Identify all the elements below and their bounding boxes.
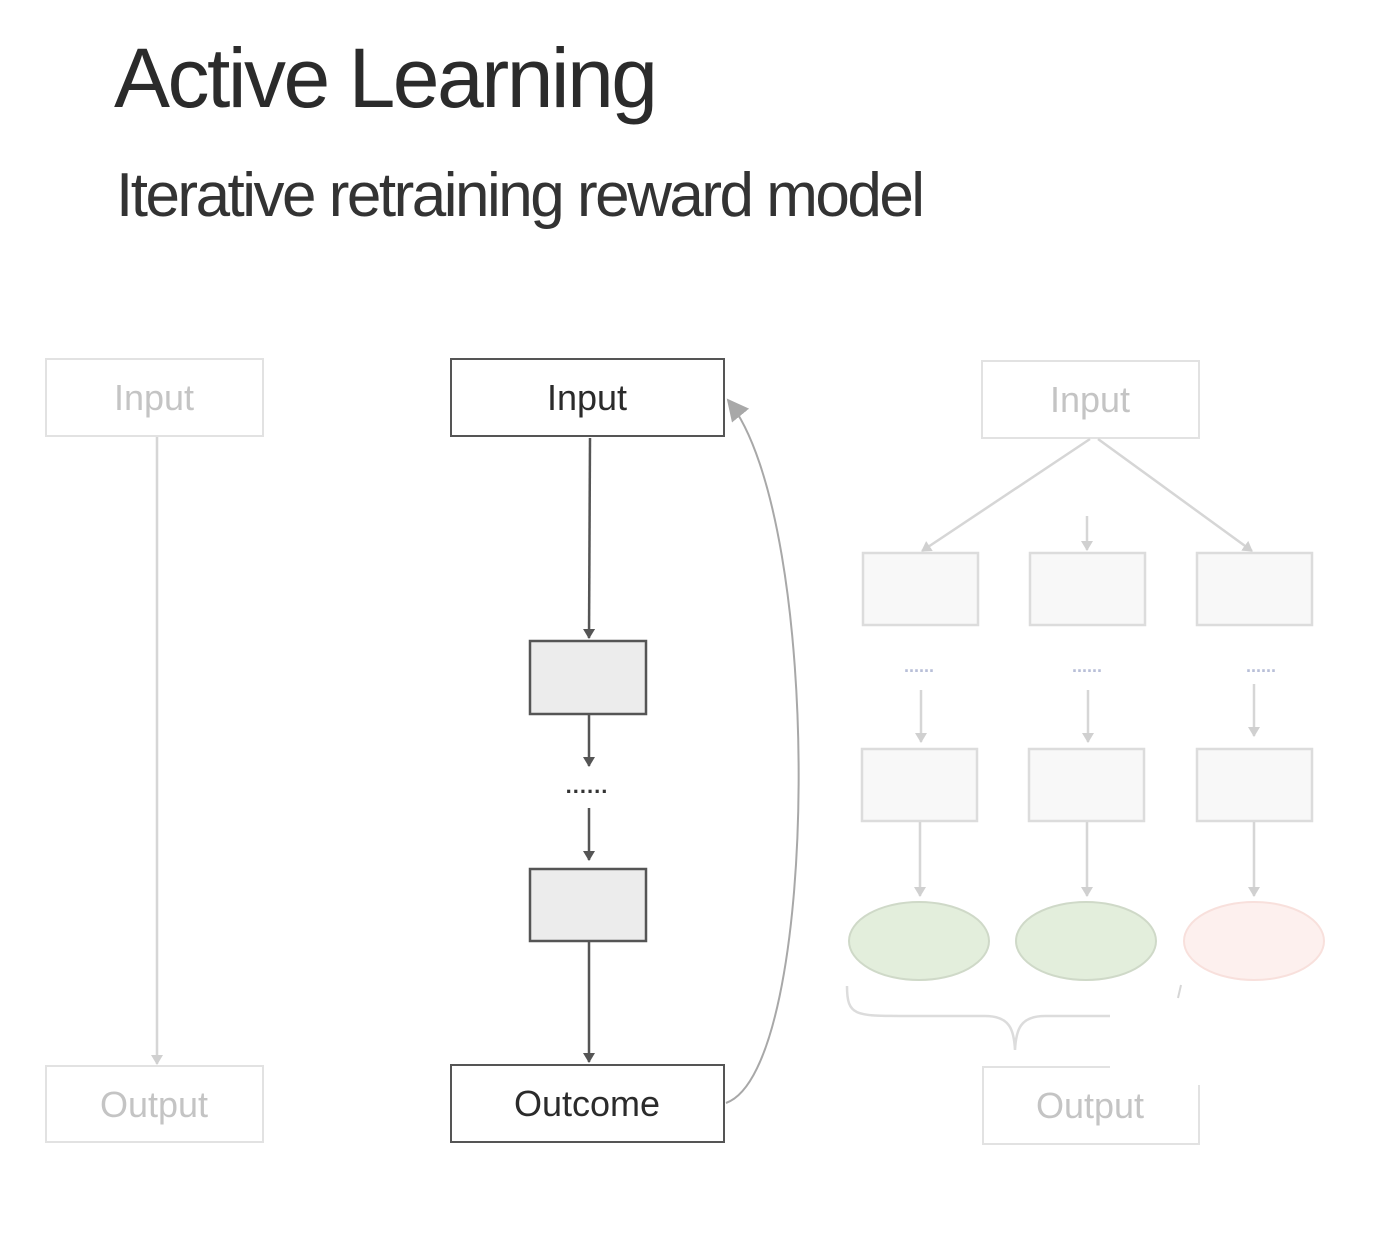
left-input-box [45,358,264,437]
right-output-box-gap [1110,1060,1202,1085]
right-outcome-ellipse-a [848,901,990,981]
right-branch-arrow-left [921,437,1091,553]
left-output-label: Output [100,1084,208,1125]
middle-arrow-1 [583,437,596,639]
right-step-box-1c [1195,551,1314,627]
middle-input-box [450,358,725,437]
right-input-label: Input [1050,379,1130,420]
left-input-label: Input [114,377,194,418]
middle-outcome-label: Outcome [514,1083,660,1124]
middle-outcome-box [450,1064,725,1143]
right-ellipsis-b: ...... [1072,656,1102,676]
feedback-loop-arrow [725,398,800,1104]
right-flow: Input ...... ...... ...... Output [845,360,1325,1145]
right-brace-tick [1177,984,1182,999]
right-step-box-1b [1028,551,1147,627]
right-outcome-ellipse-b [1015,901,1157,981]
left-output-box [45,1065,264,1143]
middle-step-box-2 [528,867,648,943]
middle-flow: Input ...... Outcome [450,358,800,1143]
right-input-box [981,360,1200,439]
right-step-box-2b [1027,747,1146,823]
middle-input-label: Input [547,377,627,418]
right-branch-arrow-right [1097,437,1253,553]
right-step-box-2c [1195,747,1314,823]
right-ellipsis-c: ...... [1246,656,1276,676]
right-ellipsis-a: ...... [904,656,934,676]
right-outcome-ellipse-c [1183,901,1325,981]
middle-step-box-1 [528,639,648,716]
middle-ellipsis: ...... [566,773,609,798]
right-aggregate-brace [845,985,1110,1051]
right-output-label: Output [1036,1085,1144,1126]
slide-subtitle: Iterative retraining reward model [116,161,925,230]
right-step-box-1a [861,551,980,627]
right-step-box-2a [860,747,979,823]
slide-title: Active Learning [114,31,658,125]
left-flow: Input Output [45,358,264,1143]
